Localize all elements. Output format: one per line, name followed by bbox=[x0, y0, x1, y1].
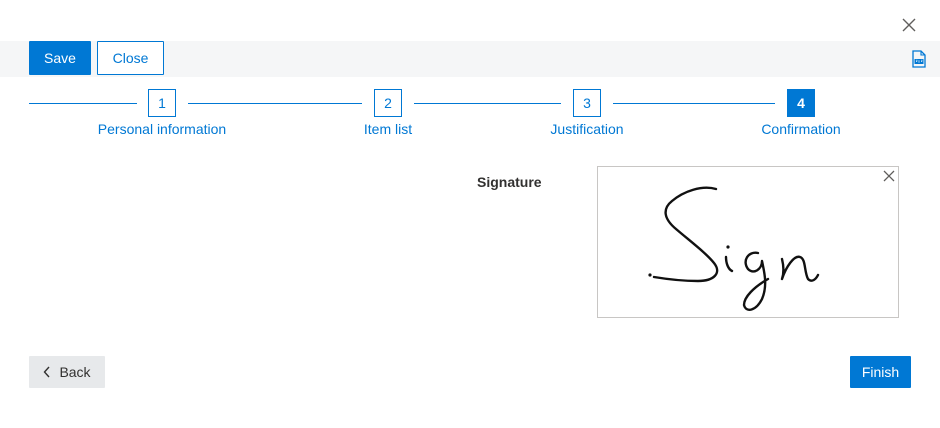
step-3-label: Justification bbox=[550, 121, 624, 137]
close-icon[interactable] bbox=[898, 14, 920, 36]
step-4-box[interactable]: 4 bbox=[787, 89, 815, 117]
signature-pad[interactable] bbox=[597, 166, 899, 318]
step-2-box[interactable]: 2 bbox=[374, 89, 402, 117]
signature-drawing bbox=[648, 186, 820, 311]
step-4-label: Confirmation bbox=[761, 121, 841, 137]
back-button-label: Back bbox=[59, 364, 91, 380]
chevron-left-icon bbox=[43, 366, 50, 378]
step-connector bbox=[29, 103, 137, 104]
step-2-label: Item list bbox=[363, 121, 413, 137]
stepper: 1 2 3 4 Personal information Item list J… bbox=[0, 89, 940, 149]
step-1-label: Personal information bbox=[97, 121, 227, 137]
back-button[interactable]: Back bbox=[29, 356, 105, 388]
toolbar: Save Close bbox=[0, 41, 940, 77]
step-1-box[interactable]: 1 bbox=[148, 89, 176, 117]
step-3-box[interactable]: 3 bbox=[573, 89, 601, 117]
close-button[interactable]: Close bbox=[97, 41, 164, 75]
signature-dot bbox=[726, 245, 730, 249]
step-connector bbox=[613, 103, 775, 104]
clear-signature-icon[interactable] bbox=[882, 169, 896, 183]
save-button[interactable]: Save bbox=[29, 41, 91, 75]
step-connector bbox=[414, 103, 561, 104]
signature-dot bbox=[648, 273, 652, 277]
finish-button[interactable]: Finish bbox=[850, 356, 911, 388]
signature-label: Signature bbox=[477, 174, 542, 190]
step-connector bbox=[188, 103, 362, 104]
pdf-icon[interactable] bbox=[911, 50, 927, 68]
